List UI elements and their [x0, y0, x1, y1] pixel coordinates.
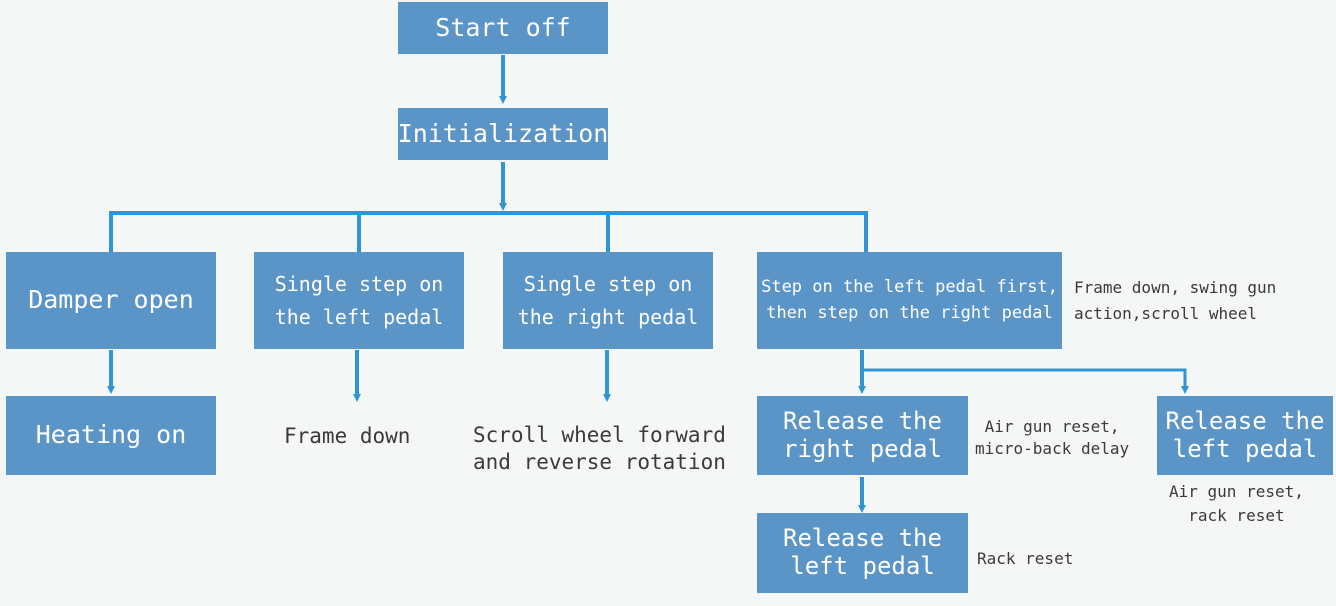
note-frame-down: Frame down [284, 424, 411, 448]
node-heating-on: Heating on [6, 396, 216, 475]
node-left-then-right: Step on the left pedal first, then step … [757, 252, 1062, 349]
node-release-left-pedal-final: Release the left pedal [757, 513, 968, 593]
node-single-step-right: Single step on the right pedal [503, 252, 713, 349]
note-air-gun-rack-reset: Air gun reset, rack reset [1169, 482, 1304, 525]
arrow-both-to-release-left [864, 368, 1189, 394]
node-initialization: Initialization [398, 108, 608, 160]
node-release-right-pedal: Release the right pedal [757, 396, 968, 475]
node-release-left-pedal: Release the left pedal [1157, 396, 1333, 475]
note-air-gun-micro-back: Air gun reset, micro-back delay [975, 417, 1130, 458]
note-frame-swing-scroll: Frame down, swing gun action,scroll whee… [1074, 278, 1277, 323]
branch-bus [109, 211, 868, 252]
node-damper-open: Damper open [6, 252, 216, 349]
node-start: Start off [398, 2, 608, 54]
node-single-step-left: Single step on the left pedal [254, 252, 464, 349]
note-scroll-wheel: Scroll wheel forward and reverse rotatio… [473, 423, 726, 474]
note-rack-reset: Rack reset [977, 549, 1074, 568]
